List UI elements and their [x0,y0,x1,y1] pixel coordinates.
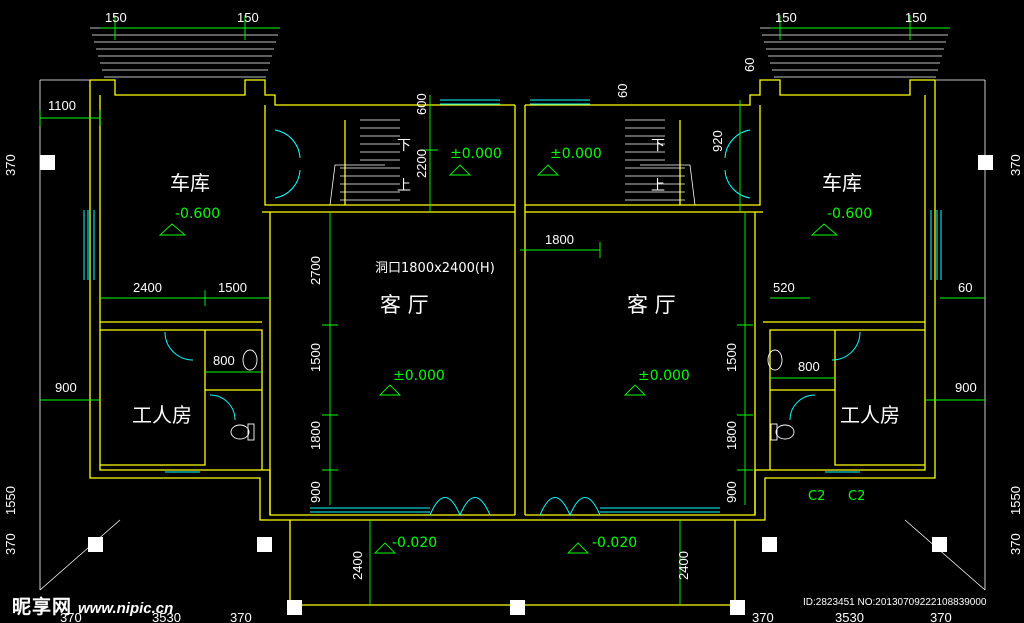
dim-2700: 2700 [308,256,323,285]
dim-800-a: 800 [213,353,235,368]
level-porch-right: -0.020 [592,535,637,551]
level-labels: -0.600 -0.600 ±0.000 ±0.000 ±0.000 ±0.00… [175,146,872,551]
level-living-left: ±0.000 [393,368,445,384]
living-label-right: 客 厅 [627,293,676,317]
dim-600: 600 [414,93,429,115]
dim-370-right: 370 [1008,154,1023,176]
dim-150-d: 150 [905,10,927,25]
dim-900-c: 900 [308,481,323,503]
dim-920: 920 [710,130,725,152]
living-label-left: 客 厅 [380,293,429,317]
dim-370-f: 370 [1008,533,1023,555]
stair-down-right: 下 [651,138,665,154]
dim-370-left: 370 [3,154,18,176]
level-hall-left: ±0.000 [450,146,502,162]
level-markers [158,164,839,554]
dim-1500-c: 1500 [724,343,739,372]
dim-2400-a: 2400 [133,280,162,295]
dim-2400-c: 2400 [676,551,691,580]
dim-60-c: 60 [742,58,757,72]
watermark: 昵享网 www.nipic.cn [12,592,173,619]
column-markers [40,155,993,615]
garage-label-left: 车库 [170,171,210,195]
dim-370-b: 370 [752,610,774,623]
fixtures [230,349,795,441]
dim-370-c: 370 [60,610,82,623]
dim-150-b: 150 [237,10,259,25]
dim-1500-b: 1500 [308,343,323,372]
level-porch-left: -0.020 [392,535,437,551]
dim-520: 520 [773,280,795,295]
dim-150-c: 150 [775,10,797,25]
level-garage-right: -0.600 [827,206,872,222]
room-labels: 车库 车库 客 厅 客 厅 工人房 工人房 下 上 下 上 洞口1800x240… [132,138,900,427]
dim-1800-b: 1800 [308,421,323,450]
dim-60-a: 60 [958,280,972,295]
dim-370-d: 370 [930,610,952,623]
wall-lines [89,79,936,606]
watermark-brand: 昵享网 [12,597,73,618]
dim-370-e: 370 [3,533,18,555]
vertical-dimension-labels: 370 370 600 2200 60 60 920 2700 1500 180… [3,58,1023,580]
dim-900-b: 900 [955,380,977,395]
dim-150-a: 150 [105,10,127,25]
stair-up-right: 上 [651,178,665,194]
door-swings [164,129,861,517]
thin-lines [39,27,986,591]
level-garage-left: -0.600 [175,206,220,222]
dim-3530-a: 3530 [152,610,181,623]
stair-up-left: 上 [397,178,411,194]
dim-60-b: 60 [615,84,630,98]
opening-label: 洞口1800x2400(H) [375,261,495,276]
dim-370-a: 370 [230,610,252,623]
dim-1550-b: 1550 [1008,486,1023,515]
window-tag-2: C2 [848,489,865,504]
dim-800-b: 800 [798,359,820,374]
dim-2400-b: 2400 [350,551,365,580]
image-id-tag: ID:2823451 NO:20130709222108839000 [803,597,987,608]
dim-900-a: 900 [55,380,77,395]
dim-1500-a: 1500 [218,280,247,295]
servant-label-left: 工人房 [132,403,192,427]
dim-1100: 1100 [48,98,76,113]
level-living-right: ±0.000 [638,368,690,384]
servant-label-right: 工人房 [840,403,900,427]
level-hall-right: ±0.000 [550,146,602,162]
dim-900-d: 900 [724,481,739,503]
dim-3530-b: 3530 [835,610,864,623]
window-tag-1: C2 [808,489,825,504]
stair-down-left: 下 [397,138,411,154]
dim-1800-c: 1800 [724,421,739,450]
dimension-labels: 150 150 150 150 1100 2400 1500 1800 520 … [48,10,977,623]
windows [83,99,942,513]
dim-2200: 2200 [414,149,429,178]
dim-1550-a: 1550 [3,486,18,515]
garage-label-right: 车库 [822,171,862,195]
dimension-lines [39,15,985,605]
dim-1800-a: 1800 [545,232,574,247]
watermark-site: www.nipic.cn [78,600,174,617]
